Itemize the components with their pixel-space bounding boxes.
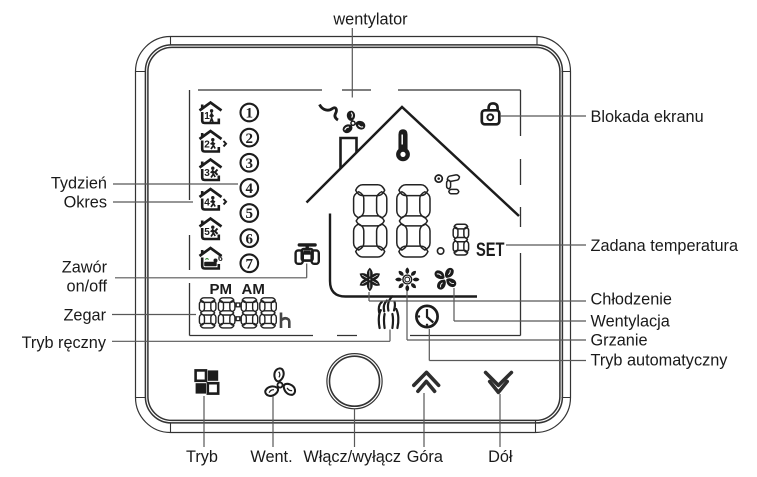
svg-text:Okres: Okres bbox=[64, 193, 107, 211]
svg-text:6: 6 bbox=[246, 231, 254, 247]
svg-text:2: 2 bbox=[204, 139, 210, 150]
svg-text:2: 2 bbox=[246, 131, 254, 147]
svg-text:Blokada ekranu: Blokada ekranu bbox=[591, 108, 704, 126]
svg-text:Went.: Went. bbox=[250, 448, 292, 466]
svg-text:Góra: Góra bbox=[407, 448, 444, 466]
svg-text:SET: SET bbox=[476, 239, 505, 261]
svg-text:PM: PM bbox=[210, 281, 233, 298]
svg-text:AM: AM bbox=[242, 281, 265, 298]
svg-text:4: 4 bbox=[246, 181, 254, 197]
svg-text:Włącz/wyłącz: Włącz/wyłącz bbox=[303, 448, 401, 466]
svg-text:7: 7 bbox=[246, 256, 254, 272]
svg-text:1: 1 bbox=[204, 111, 210, 122]
svg-text:5: 5 bbox=[204, 227, 210, 238]
svg-text:Wentylacja: Wentylacja bbox=[591, 313, 671, 331]
svg-text:6: 6 bbox=[218, 253, 223, 263]
svg-text:Zadana temperatura: Zadana temperatura bbox=[591, 237, 739, 255]
svg-text:1: 1 bbox=[246, 106, 254, 122]
svg-text:Chłodzenie: Chłodzenie bbox=[591, 291, 672, 309]
svg-text:Tryb automatyczny: Tryb automatyczny bbox=[591, 352, 729, 370]
svg-text:4: 4 bbox=[204, 197, 210, 208]
svg-text:3: 3 bbox=[246, 156, 254, 172]
svg-text:5: 5 bbox=[246, 206, 254, 222]
svg-text:Grzanie: Grzanie bbox=[591, 332, 648, 350]
svg-text:Zawór: Zawór bbox=[62, 259, 108, 277]
svg-text:on/off: on/off bbox=[67, 278, 108, 296]
svg-text:Zegar: Zegar bbox=[63, 307, 106, 325]
svg-text:Tydzień: Tydzień bbox=[51, 175, 107, 193]
svg-text:Tryb: Tryb bbox=[186, 448, 218, 466]
svg-text:Tryb ręczny: Tryb ręczny bbox=[22, 334, 107, 352]
svg-text:3: 3 bbox=[204, 168, 210, 179]
svg-text:wentylator: wentylator bbox=[332, 11, 408, 29]
svg-text:Dół: Dół bbox=[488, 448, 513, 466]
